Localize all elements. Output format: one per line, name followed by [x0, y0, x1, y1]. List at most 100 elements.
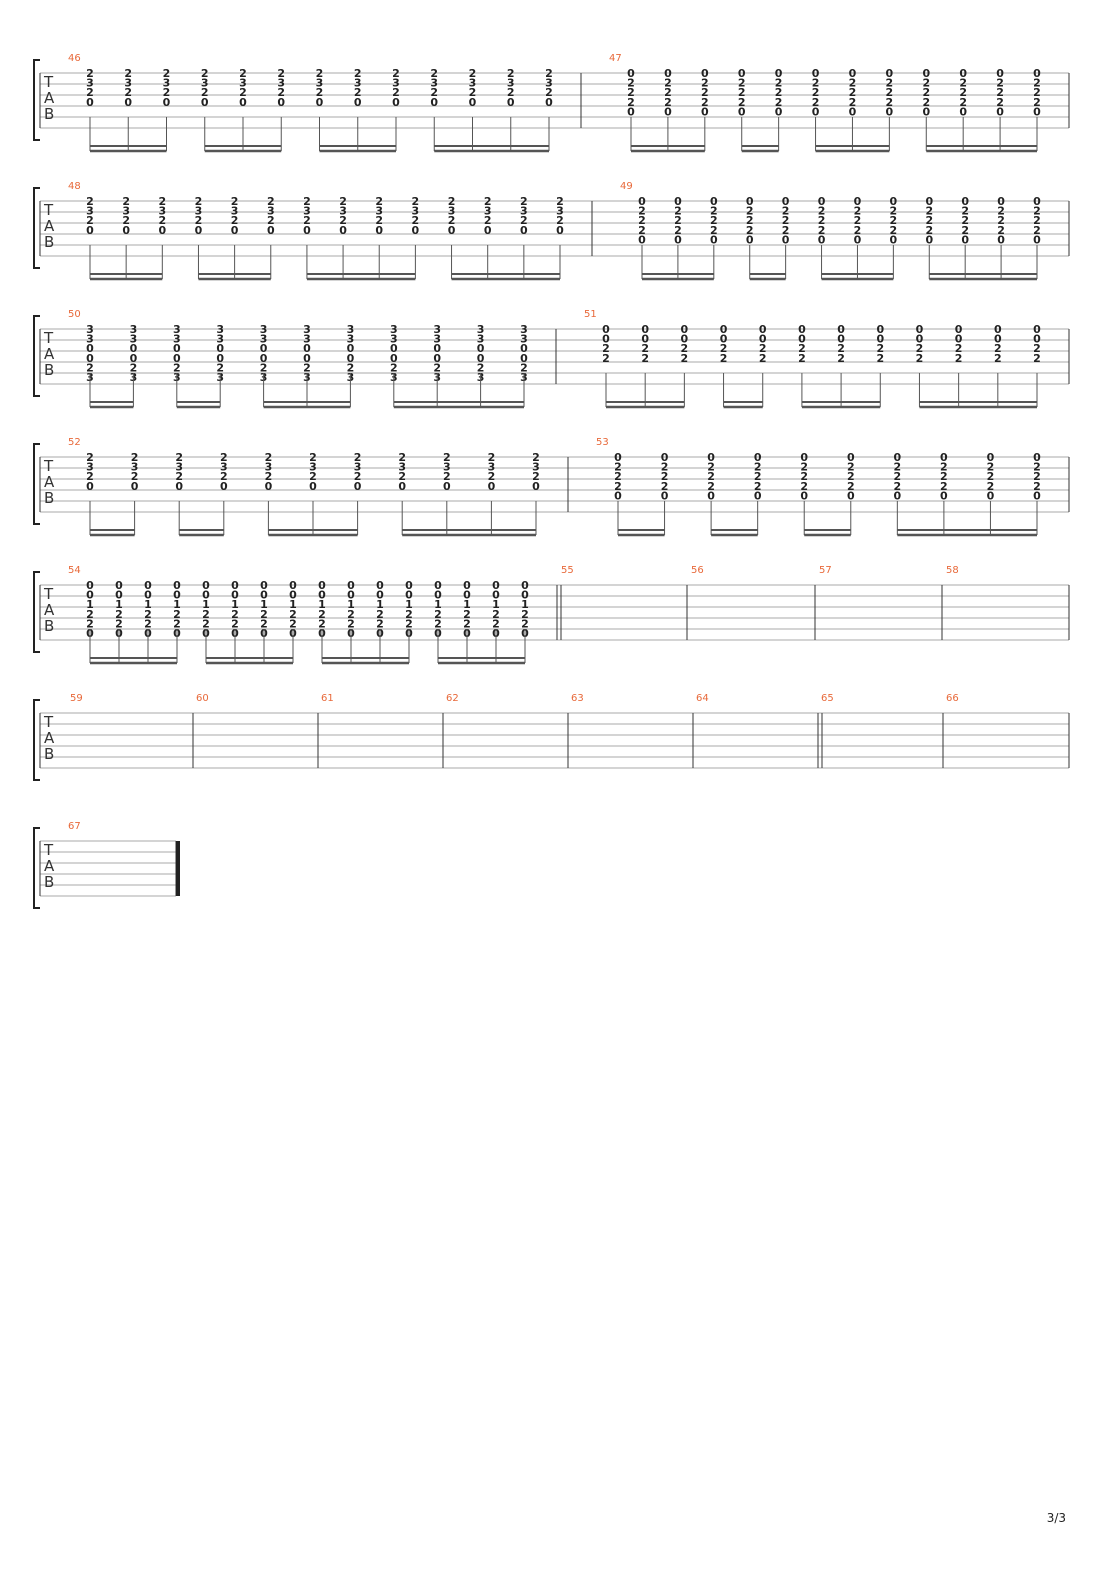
fret-number: 0	[720, 323, 728, 336]
fret-number: 0	[86, 480, 94, 493]
fret-number: 2	[163, 67, 171, 80]
fret-number: 2	[961, 205, 969, 218]
fret-number: 2	[158, 195, 166, 208]
fret-number: 0	[707, 451, 715, 464]
fret-number: 2	[916, 342, 924, 355]
fret-number: 0	[521, 589, 529, 602]
fret-number: 2	[239, 86, 247, 99]
fret-number: 2	[354, 451, 362, 464]
fret-number: 2	[1033, 461, 1041, 474]
fret-number: 0	[681, 333, 689, 346]
fret-number: 2	[520, 361, 528, 374]
tab-clef-letter: T	[43, 201, 54, 219]
fret-number: 0	[886, 105, 894, 118]
fret-number: 2	[710, 224, 718, 237]
fret-number: 2	[316, 67, 324, 80]
fret-number: 2	[754, 461, 762, 474]
fret-number: 3	[173, 323, 181, 336]
fret-number: 0	[316, 96, 324, 109]
fret-number: 3	[86, 205, 94, 218]
fret-number: 2	[1033, 480, 1041, 493]
fret-number: 0	[890, 233, 898, 246]
fret-number: 2	[433, 361, 441, 374]
fret-number: 0	[812, 105, 820, 118]
fret-number: 2	[775, 96, 783, 109]
tab-clef-letter: A	[44, 601, 55, 619]
fret-number: 0	[201, 96, 209, 109]
fret-number: 2	[532, 470, 540, 483]
fret-number: 3	[124, 77, 132, 90]
fret-number: 3	[347, 323, 355, 336]
fret-number: 3	[520, 323, 528, 336]
fret-number: 0	[115, 589, 123, 602]
fret-number: 0	[674, 195, 682, 208]
fret-number: 0	[405, 589, 413, 602]
fret-number: 2	[627, 77, 635, 90]
fret-number: 3	[339, 205, 347, 218]
fret-number: 2	[175, 470, 183, 483]
fret-number: 0	[339, 224, 347, 237]
fret-number: 2	[664, 77, 672, 90]
measure-number: 48	[68, 181, 81, 192]
fret-number: 2	[798, 352, 806, 365]
fret-number: 3	[430, 77, 438, 90]
fret-number: 0	[376, 589, 384, 602]
fret-number: 2	[86, 214, 94, 227]
measure-number: 64	[696, 693, 709, 704]
fret-number: 0	[707, 489, 715, 502]
fret-number: 2	[144, 617, 152, 630]
fret-number: 2	[1033, 77, 1041, 90]
fret-number: 2	[175, 451, 183, 464]
fret-number: 0	[405, 579, 413, 592]
fret-number: 0	[260, 342, 268, 355]
fret-number: 2	[837, 342, 845, 355]
fret-number: 1	[202, 598, 210, 611]
measure-number: 55	[561, 565, 574, 576]
fret-number: 2	[173, 617, 181, 630]
measure-number: 66	[946, 693, 959, 704]
fret-number: 2	[738, 86, 746, 99]
fret-number: 0	[86, 579, 94, 592]
fret-number: 2	[398, 470, 406, 483]
fret-number: 0	[354, 96, 362, 109]
fret-number: 0	[876, 333, 884, 346]
fret-number: 2	[638, 214, 646, 227]
fret-number: 2	[996, 86, 1004, 99]
fret-number: 2	[173, 608, 181, 621]
measure-number: 67	[68, 821, 81, 832]
fret-number: 2	[492, 608, 500, 621]
fret-number: 0	[398, 480, 406, 493]
fret-number: 0	[812, 67, 820, 80]
fret-number: 2	[260, 361, 268, 374]
fret-number: 0	[987, 451, 995, 464]
fret-number: 2	[430, 67, 438, 80]
fret-number: 2	[448, 214, 456, 227]
fret-number: 2	[289, 608, 297, 621]
fret-number: 0	[260, 352, 268, 365]
tab-clef-letter: B	[44, 873, 54, 891]
measure-number: 57	[819, 565, 832, 576]
fret-number: 2	[131, 451, 139, 464]
fret-number: 2	[122, 195, 130, 208]
fret-number: 3	[201, 77, 209, 90]
fret-number: 0	[710, 233, 718, 246]
fret-number: 3	[375, 205, 383, 218]
fret-number: 2	[614, 480, 622, 493]
fret-number: 0	[614, 451, 622, 464]
fret-number: 2	[701, 86, 709, 99]
fret-number: 2	[173, 361, 181, 374]
fret-number: 0	[602, 333, 610, 346]
fret-number: 2	[847, 461, 855, 474]
measure-number: 52	[68, 437, 81, 448]
fret-number: 2	[521, 608, 529, 621]
fret-number: 0	[925, 195, 933, 208]
tab-clef-letter: A	[44, 729, 55, 747]
fret-number: 0	[922, 105, 930, 118]
fret-number: 2	[303, 361, 311, 374]
fret-number: 1	[173, 598, 181, 611]
fret-number: 2	[849, 86, 857, 99]
fret-number: 0	[267, 224, 275, 237]
fret-number: 2	[602, 342, 610, 355]
fret-number: 0	[392, 96, 400, 109]
